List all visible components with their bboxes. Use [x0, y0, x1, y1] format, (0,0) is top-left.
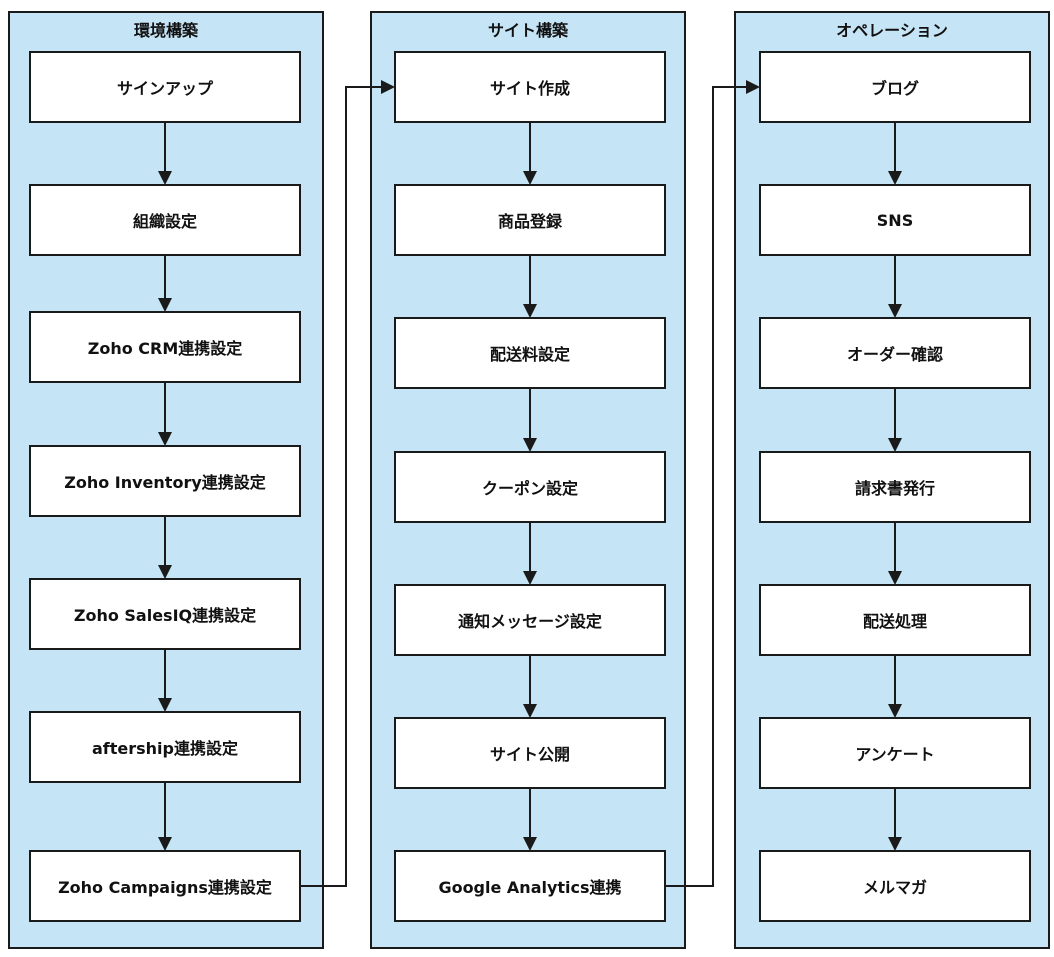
step-mail-magazine: メルマガ: [759, 850, 1031, 922]
step-blog: ブログ: [759, 51, 1031, 123]
step-org-settings: 組織設定: [29, 184, 301, 256]
step-google-analytics: Google Analytics連携: [394, 850, 666, 922]
step-order-confirm: オーダー確認: [759, 317, 1031, 389]
step-shipping-process: 配送処理: [759, 584, 1031, 656]
step-sns: SNS: [759, 184, 1031, 256]
step-product-register: 商品登録: [394, 184, 666, 256]
step-salesiq-integration: Zoho SalesIQ連携設定: [29, 578, 301, 650]
step-invoice: 請求書発行: [759, 451, 1031, 523]
lane-title: サイト構築: [487, 21, 568, 40]
step-signup: サインアップ: [29, 51, 301, 123]
step-aftership-integration: aftership連携設定: [29, 711, 301, 783]
step-survey: アンケート: [759, 717, 1031, 789]
step-coupon: クーポン設定: [394, 451, 666, 523]
step-site-create: サイト作成: [394, 51, 666, 123]
step-site-publish: サイト公開: [394, 717, 666, 789]
lane-title: オペレーション: [836, 21, 948, 40]
lane-title: 環境構築: [133, 21, 198, 40]
step-notification-message: 通知メッセージ設定: [394, 584, 666, 656]
step-shipping-fee: 配送料設定: [394, 317, 666, 389]
step-inventory-integration: Zoho Inventory連携設定: [29, 445, 301, 517]
step-crm-integration: Zoho CRM連携設定: [29, 311, 301, 383]
step-campaigns-integration: Zoho Campaigns連携設定: [29, 850, 301, 922]
